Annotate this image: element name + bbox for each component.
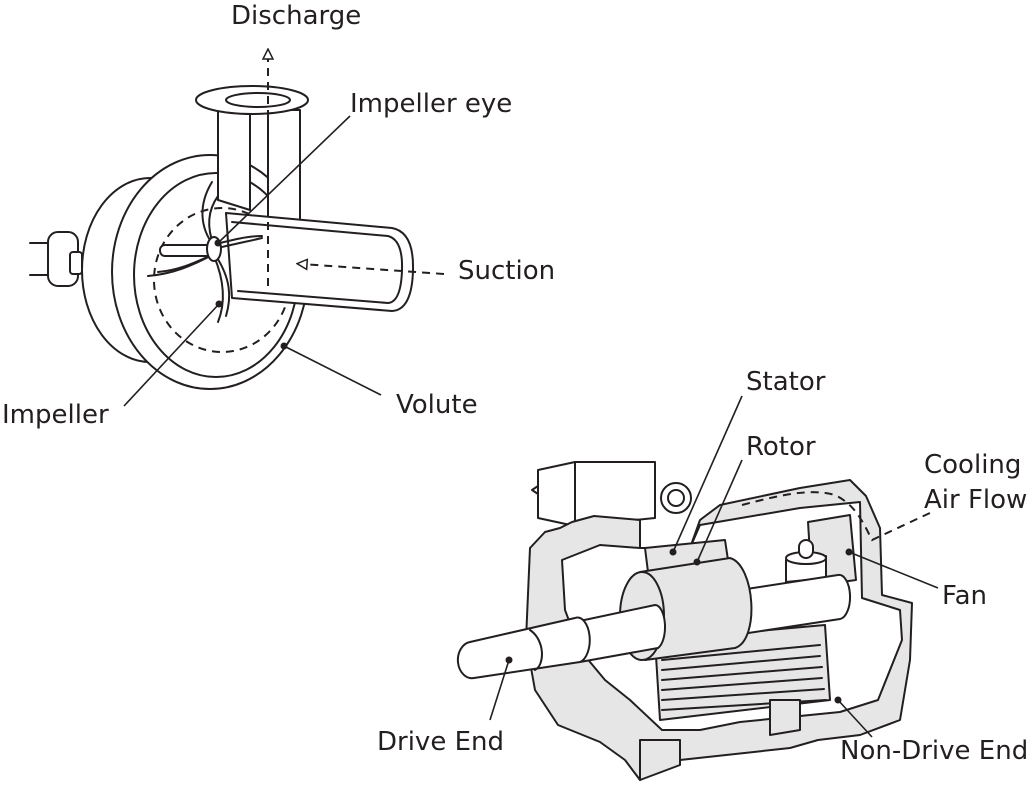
label-fan: Fan [942,581,987,611]
lifting-eyebolt [660,482,692,514]
terminal-box [531,461,656,527]
label-stator: Stator [746,367,826,397]
suction-flow-arrow [302,264,445,275]
shaft-nde [739,573,852,635]
shaft-drive-end [456,603,667,680]
cooling-air-flow-line [741,491,933,542]
label-cooling: Cooling [924,450,1021,480]
label-rotor: Rotor [746,432,816,462]
label-suction: Suction [458,256,555,286]
motor-feet [639,699,801,781]
label-impeller: Impeller [2,400,109,430]
electric-motor: Stator Rotor Cooling Air Flow Fan Drive … [377,367,1028,781]
label-discharge: Discharge [231,1,361,31]
centrifugal-pump: Discharge Impeller eye Suction Impeller … [2,1,555,430]
pump-shaft [29,231,83,287]
label-volute: Volute [396,390,478,420]
label-impeller-eye: Impeller eye [350,89,512,119]
label-air-flow: Air Flow [924,485,1027,515]
suction-pipe [225,212,415,312]
label-non-drive-end: Non-Drive End [840,736,1028,766]
impeller [147,181,263,323]
label-drive-end: Drive End [377,727,504,757]
